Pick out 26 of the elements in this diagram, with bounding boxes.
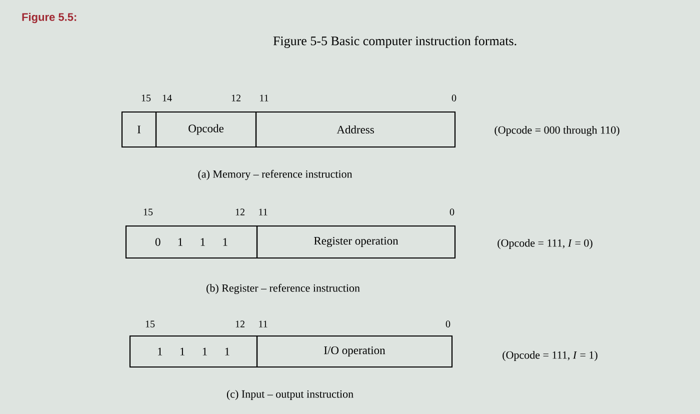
bit-field-cell: I [121, 111, 157, 148]
bit-number: 12 [236, 208, 244, 216]
bit-field-cell: 0 1 1 1 [125, 225, 258, 259]
bit-number: 0 [452, 94, 456, 102]
bit-field-cell: 1 1 1 1 [129, 335, 258, 368]
bit-number: 15 [144, 208, 153, 216]
bit-number: 14 [162, 94, 172, 102]
bit-field-cell: Opcode [155, 111, 257, 148]
bit-number: 12 [232, 94, 240, 102]
bit-field-cell: I/O operation [256, 335, 453, 368]
bit-field-cell: Register operation [256, 225, 456, 259]
figure-title: Figure 5-5 Basic computer instruction formats. [273, 36, 516, 48]
bit-number: 15 [142, 94, 151, 102]
bit-number: 0 [450, 208, 454, 216]
format-caption: (b) Register – reference instruction [206, 284, 360, 294]
bit-number: 12 [236, 320, 244, 328]
format-caption: (a) Memory – reference instruction [198, 170, 352, 180]
bit-number: 11 [260, 94, 268, 102]
figure-number: Figure 5.5: [22, 12, 76, 24]
bit-number: 11 [259, 320, 268, 328]
opcode-note: (Opcode = 111, I = 0) [498, 239, 592, 249]
format-caption: (c) Input – output instruction [226, 390, 354, 400]
bit-number: 11 [259, 208, 268, 216]
opcode-note: (Opcode = 111, I = 1) [502, 351, 598, 361]
bit-field-cell: Address [255, 111, 456, 148]
opcode-note: (Opcode = 000 through 110) [494, 126, 620, 136]
